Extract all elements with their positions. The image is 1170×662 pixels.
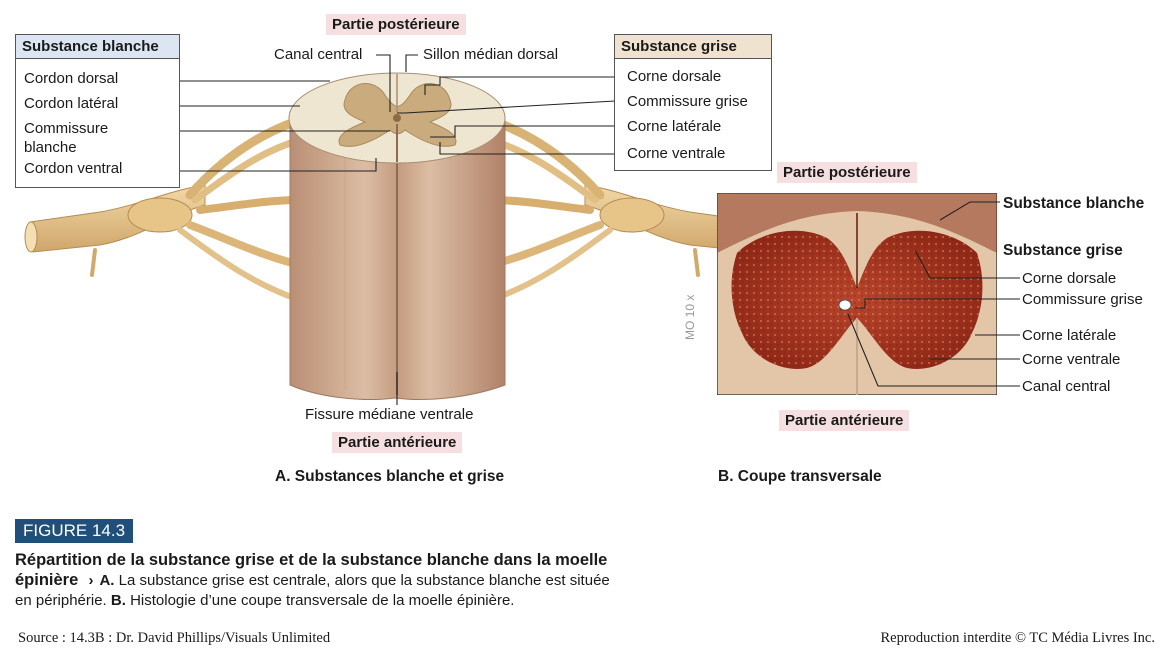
- white-matter-title: Substance blanche: [16, 35, 179, 59]
- b-grey-matter-title: Substance grise: [1003, 242, 1123, 259]
- grey-matter-title: Substance grise: [615, 35, 771, 59]
- caption-text-line3: en périphérie.: [15, 592, 111, 609]
- b-top-label: Partie postérieure: [777, 162, 917, 183]
- b-commissure-grise-label: Commissure grise: [1022, 291, 1143, 308]
- b-bottom-label: Partie antérieure: [779, 410, 910, 431]
- spinal-cord-column: [289, 119, 506, 400]
- canal-central-label: Canal central: [274, 46, 363, 63]
- caption-b-marker: B.: [110, 592, 126, 609]
- caption-a-marker: A.: [99, 572, 115, 589]
- grey-matter-box: Substance grise Corne dorsale Commissure…: [614, 34, 772, 171]
- caption-arrow-icon: ›: [88, 572, 94, 589]
- corne-dorsale-label: Corne dorsale: [627, 68, 722, 85]
- corne-laterale-label: Corne latérale: [627, 118, 722, 135]
- white-matter-box: Substance blanche Cordon dorsal Cordon l…: [15, 34, 180, 188]
- diagram-b-leaders: [847, 201, 1020, 387]
- b-caption: B. Coupe transversale: [718, 468, 882, 485]
- commissure-blanche-label-1: Commissure: [24, 120, 109, 137]
- b-corne-ventrale-label: Corne ventrale: [1022, 351, 1121, 368]
- magnification-label: MO 10 x: [683, 294, 697, 340]
- copyright-notice: Reproduction interdite © TC Média Livres…: [880, 630, 1155, 646]
- b-corne-laterale-label: Corne latérale: [1022, 327, 1117, 344]
- cordon-ventral-label: Cordon ventral: [24, 160, 123, 177]
- b-white-matter-title: Substance blanche: [1003, 195, 1145, 212]
- sillon-label: Sillon médian dorsal: [423, 46, 559, 63]
- a-caption: A. Substances blanche et grise: [275, 468, 505, 485]
- figure-title-line2: épinière: [15, 571, 79, 589]
- a-top-label: Partie postérieure: [326, 14, 466, 35]
- source-credit: Source : 14.3B : Dr. David Phillips/Visu…: [18, 630, 331, 646]
- cordon-dorsal-label: Cordon dorsal: [24, 70, 119, 87]
- a-bottom-label: Partie antérieure: [332, 432, 463, 453]
- corne-ventrale-label: Corne ventrale: [627, 145, 726, 162]
- caption-text-b: Histologie d’une coupe transversale de l…: [125, 592, 515, 609]
- figure-title-line1: Répartition de la substance grise et de …: [15, 551, 608, 569]
- fissure-label: Fissure médiane ventrale: [305, 406, 474, 423]
- commissure-blanche-label-2: blanche: [24, 139, 77, 156]
- cordon-lateral-label: Cordon latéral: [24, 95, 119, 112]
- caption-text-a: La substance grise est centrale, alors q…: [114, 572, 610, 589]
- figure-caption: Répartition de la substance grise et de …: [15, 550, 735, 611]
- left-spinal-nerve: [24, 115, 305, 303]
- b-canal-central-label: Canal central: [1022, 378, 1111, 395]
- b-corne-dorsale-label: Corne dorsale: [1022, 270, 1117, 287]
- spinal-cord-illustration: [24, 54, 767, 405]
- figure-tag: FIGURE 14.3: [15, 519, 134, 543]
- cord-cross-section: [288, 72, 506, 164]
- histology-micrograph: [717, 193, 997, 395]
- commissure-grise-label: Commissure grise: [627, 93, 748, 110]
